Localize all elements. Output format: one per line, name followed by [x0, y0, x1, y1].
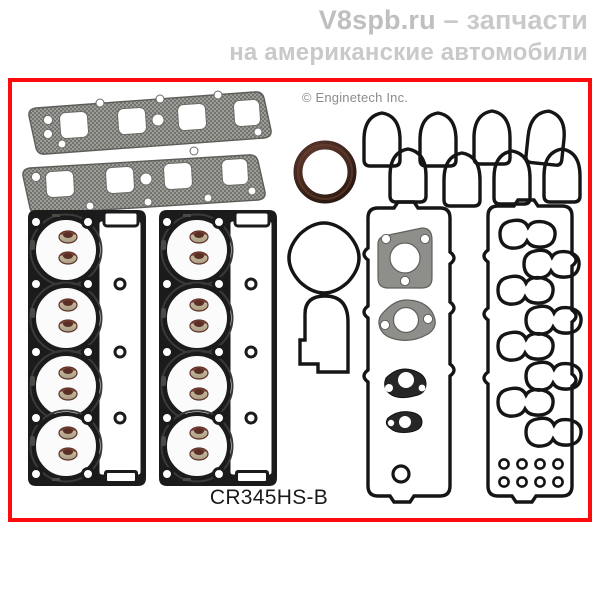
valve-cover-gasket-right [482, 198, 583, 504]
head-gasket-right [157, 208, 279, 488]
head-gasket-left [26, 208, 148, 488]
gasket-set-artwork [22, 90, 583, 504]
site-header: V8spb.ru – запчасти на американские авто… [0, 0, 600, 74]
copyright-notice: © Enginetech Inc. [12, 90, 588, 105]
header-line-2: на американские автомобили [229, 39, 588, 66]
part-number-label: CR345HS-B [12, 486, 588, 510]
thermostat-housing-gasket [377, 227, 433, 289]
water-pump-gasket [298, 294, 350, 374]
spark-plug-tube-hole [496, 330, 555, 362]
spark-plug-tube-hole [498, 218, 557, 250]
intake-port-gasket [523, 107, 569, 168]
valve-cover-breather-hole [391, 464, 411, 484]
small-oval-gasket-2 [385, 411, 423, 433]
header-line-1-text: запчасти [466, 5, 588, 35]
product-photo-frame: © Enginetech Inc. CR345HS-B [8, 78, 592, 522]
small-oval-gasket-1 [384, 368, 427, 399]
product-photo: © Enginetech Inc. CR345HS-B [12, 82, 588, 518]
intake-port-gasket [492, 149, 532, 206]
spark-plug-tube-hole [496, 386, 555, 418]
part-number-text: CR345HS-B [209, 486, 329, 509]
spark-plug-tube-holes [496, 218, 583, 448]
header-dash: – [443, 5, 459, 35]
intake-port-gasket [472, 109, 512, 166]
intake-manifold-gasket-upper [28, 90, 272, 155]
valve-cover-bolt-holes [498, 458, 564, 488]
intake-manifold-gasket-lower [22, 146, 266, 215]
copyright-text: © Enginetech Inc. [301, 90, 409, 105]
intake-port-gasket [388, 147, 428, 204]
water-outlet-gasket [378, 299, 436, 341]
site-brand: V8spb.ru [318, 5, 436, 35]
intake-port-gaskets [362, 107, 582, 208]
spark-plug-tube-hole [496, 274, 555, 306]
rear-main-seal [293, 140, 357, 204]
intake-port-gasket [442, 151, 482, 208]
valve-cover-gasket-left [362, 200, 456, 504]
header-line-1: V8spb.ru – запчасти [0, 0, 588, 34]
timing-cover-seal [287, 221, 361, 295]
